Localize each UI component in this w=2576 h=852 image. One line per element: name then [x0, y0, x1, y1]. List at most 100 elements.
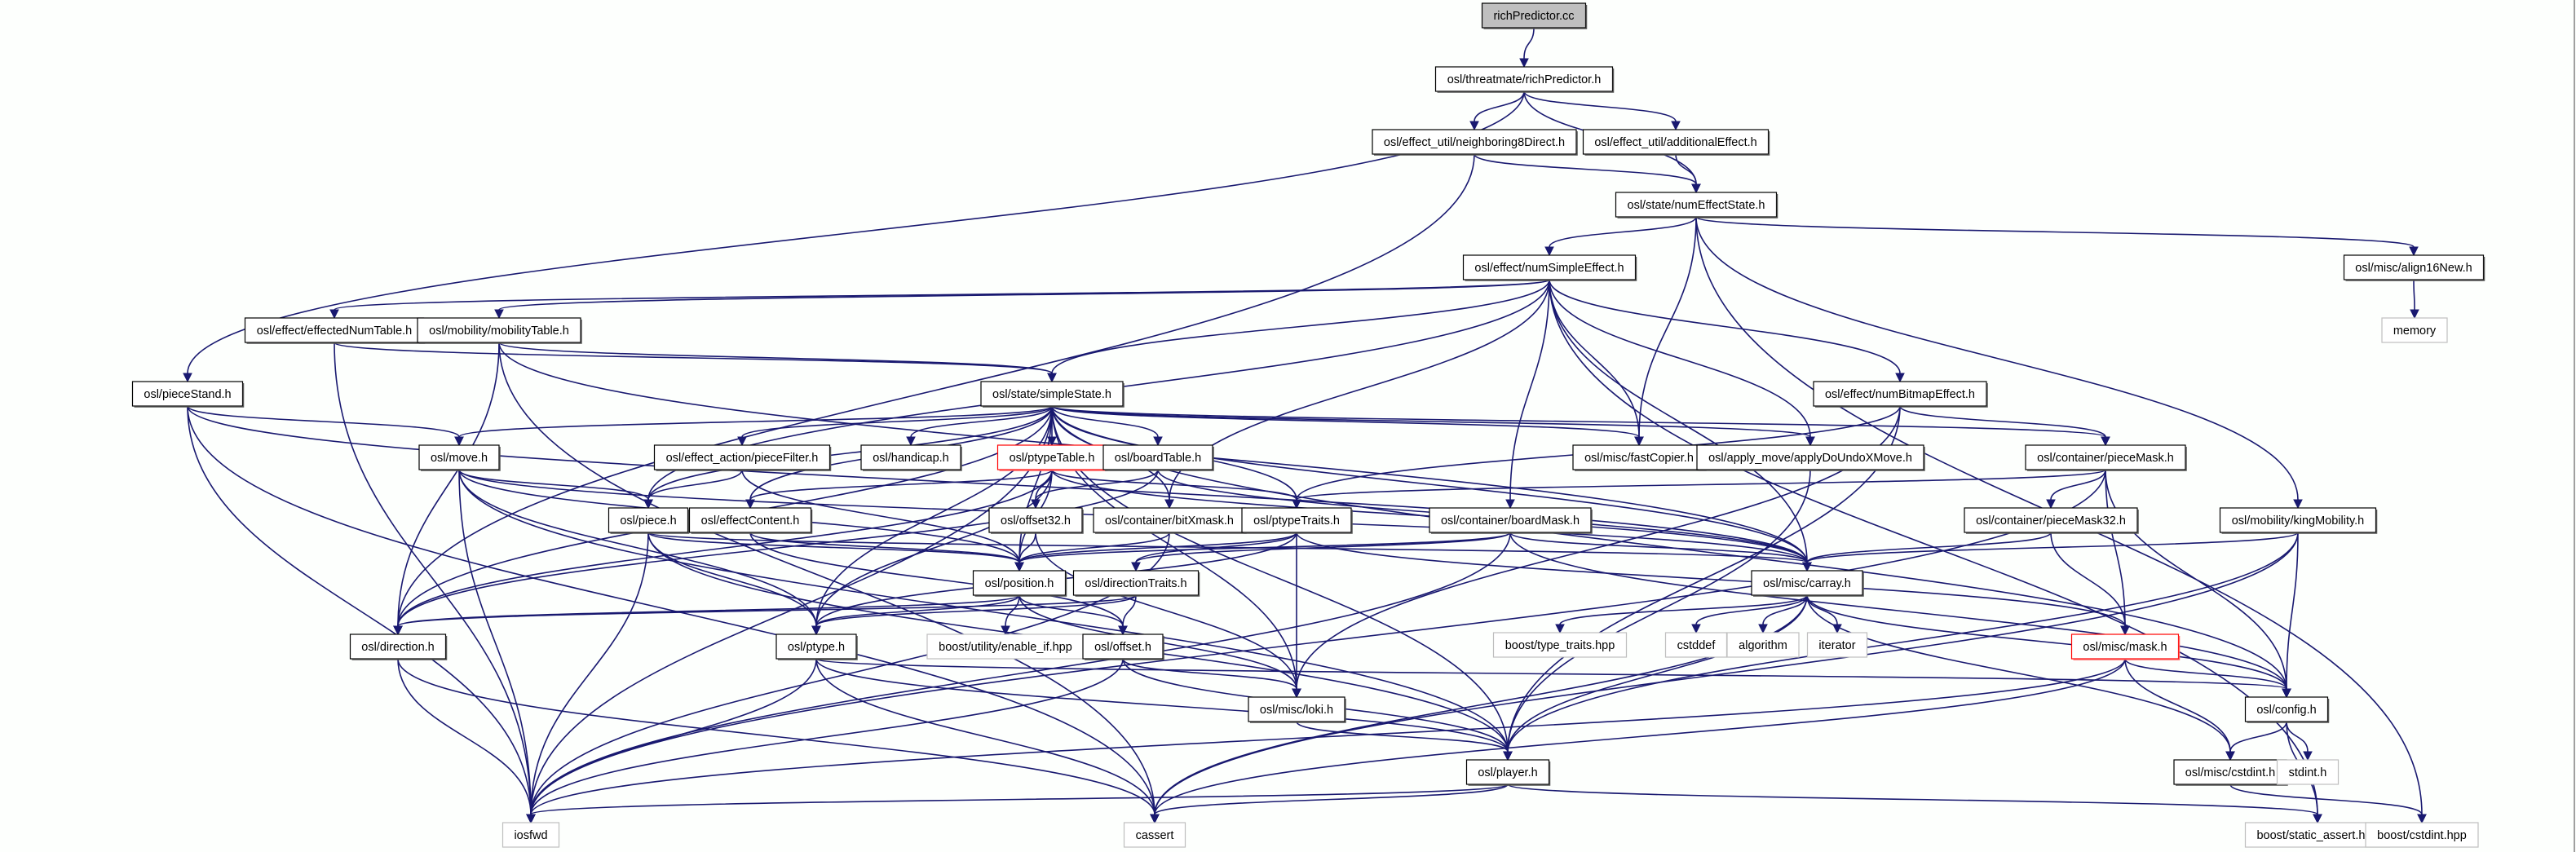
- node-shadow: [1437, 68, 1615, 93]
- node-box: [2244, 696, 2329, 722]
- edge-directionTraits-to-offset: [1122, 594, 1137, 627]
- node-shadow: [983, 383, 1125, 408]
- arrowhead-simpleState-to-handicap: [906, 436, 916, 447]
- edge-ptypeTable-to-direction: [397, 469, 1053, 627]
- node-align16New[interactable]: osl/misc/align16New.h: [2343, 254, 2485, 281]
- edge-carray-to-cstdint: [1806, 594, 2231, 753]
- node-directionTraits[interactable]: osl/directionTraits.h: [1072, 570, 1200, 597]
- node-loki[interactable]: osl/misc/loki.h: [1248, 696, 1346, 723]
- edge-numEffectState-to-numSimpleEffect: [1549, 216, 1697, 248]
- arrowhead-pieceMask-to-ptypeTraits: [1292, 499, 1301, 510]
- node-numEffectState[interactable]: osl/state/numEffectState.h: [1615, 192, 1778, 219]
- node-neighboring8[interactable]: osl/effect_util/neighboring8Direct.h: [1372, 129, 1578, 156]
- edge-additionalEffect-to-numEffectState: [1675, 153, 1697, 185]
- node-move[interactable]: osl/move.h: [418, 444, 501, 471]
- node-label: cstddef: [1677, 639, 1717, 652]
- edge-neighboring8-to-numEffectState: [1474, 153, 1697, 185]
- node-position[interactable]: osl/position.h: [972, 570, 1067, 597]
- node-richPredictor[interactable]: osl/threatmate/richPredictor.h: [1434, 66, 1615, 93]
- node-effectedNumTable[interactable]: osl/effect/effectedNumTable.h: [244, 317, 426, 344]
- edge-boardMask-to-config: [1509, 532, 2287, 690]
- node-shadow: [2247, 699, 2330, 723]
- node-piece[interactable]: osl/piece.h: [608, 507, 690, 534]
- node-box: [1751, 570, 1863, 596]
- edge-position-to-offset: [1018, 594, 1124, 627]
- edge-simpleState-to-position: [1018, 405, 1053, 563]
- node-ptype[interactable]: osl/ptype.h: [775, 633, 858, 660]
- arrowhead-carray-to-cstddef: [1691, 624, 1701, 634]
- edge-ptype-to-cassert: [815, 658, 1155, 815]
- node-shadow: [778, 636, 858, 660]
- node-boardTable[interactable]: osl/boardTable.h: [1102, 444, 1214, 471]
- node-shadow: [1431, 510, 1593, 534]
- arrowhead-simpleState-to-boardTable: [1153, 436, 1163, 447]
- node-fastCopier[interactable]: osl/misc/fastCopier.h: [1572, 444, 1707, 471]
- node-handicap[interactable]: osl/handicap.h: [860, 444, 962, 471]
- edge-player-to-staticAssert: [1507, 784, 2318, 815]
- node-bitXmask[interactable]: osl/container/bitXmask.h: [1093, 507, 1247, 534]
- node-shadow: [1244, 510, 1353, 534]
- node-label: osl/misc/cstdint.h: [2185, 766, 2275, 779]
- node-simpleState[interactable]: osl/state/simpleState.h: [980, 381, 1125, 408]
- arrowhead-numBitmapEffect-to-pieceMask: [2101, 436, 2110, 447]
- edge-carray-to-player: [1507, 594, 1808, 753]
- node-box: [1462, 254, 1637, 280]
- edge-bitXmask-to-position: [1018, 532, 1170, 563]
- edge-direction-to-cassert: [397, 658, 1155, 815]
- edge-numEffectState-to-kingMobility: [1695, 216, 2299, 501]
- node-pieceStand[interactable]: osl/pieceStand.h: [131, 381, 245, 408]
- arrowhead-directionTraits-to-offset: [1118, 625, 1128, 636]
- edge-richPredictor-to-neighboring8: [1474, 90, 1525, 122]
- edge-numEffectState-to-fastCopier: [1638, 216, 1697, 438]
- node-mask[interactable]: osl/misc/mask.h: [2070, 633, 2181, 660]
- node-carray[interactable]: osl/misc/carray.h: [1751, 570, 1864, 597]
- node-box: [2219, 507, 2377, 533]
- arrowhead-ptypeTable-to-effectContent: [745, 499, 755, 510]
- node-pieceMask32[interactable]: osl/container/pieceMask32.h: [1964, 507, 2139, 534]
- node-root[interactable]: richPredictor.cc: [1481, 2, 1588, 29]
- edge-pieceMask32-to-carray: [1806, 532, 2052, 563]
- arrowhead-directionTraits-to-direction: [393, 625, 403, 636]
- edge-loki-to-player: [1296, 721, 1509, 753]
- node-cstdint[interactable]: osl/misc/cstdint.h: [2173, 759, 2288, 786]
- node-box: [131, 381, 244, 407]
- node-box: [502, 822, 560, 848]
- node-label: osl/config.h: [2256, 704, 2316, 717]
- node-shadow: [1753, 572, 1864, 597]
- node-numBitmapEffect[interactable]: osl/effect/numBitmapEffect.h: [1813, 381, 1988, 408]
- node-label: iosfwd: [514, 829, 547, 842]
- node-additionalEffect[interactable]: osl/effect_util/additionalEffect.h: [1582, 129, 1770, 156]
- node-pieceFilter[interactable]: osl/effect_action/pieceFilter.h: [653, 444, 832, 471]
- node-offset[interactable]: osl/offset.h: [1082, 633, 1164, 660]
- node-ptypeTraits[interactable]: osl/ptypeTraits.h: [1241, 507, 1353, 534]
- node-effectContent[interactable]: osl/effectContent.h: [688, 507, 813, 534]
- node-box: [2343, 254, 2485, 280]
- node-player[interactable]: osl/player.h: [1465, 759, 1551, 786]
- edge-carray-to-iterator: [1806, 594, 1838, 625]
- node-kingMobility[interactable]: osl/mobility/kingMobility.h: [2219, 507, 2378, 534]
- node-shadow: [610, 510, 690, 534]
- edge-carray-to-cstddef: [1695, 594, 1808, 625]
- node-applyDoUndo[interactable]: osl/apply_move/applyDoUndoXMove.h: [1696, 444, 1925, 471]
- edge-effectedNumTable-to-iosfwd: [334, 342, 532, 815]
- node-config[interactable]: osl/config.h: [2244, 696, 2330, 723]
- node-label: osl/state/numEffectState.h: [1628, 199, 1765, 212]
- edge-effectContent-to-position: [749, 532, 1020, 563]
- node-box: [2070, 633, 2180, 660]
- node-numSimpleEffect[interactable]: osl/effect/numSimpleEffect.h: [1462, 254, 1637, 281]
- node-direction[interactable]: osl/direction.h: [349, 633, 448, 660]
- node-label: boost/cstdint.hpp: [2377, 829, 2467, 842]
- edge-pieceMask-to-pieceMask32: [2050, 469, 2106, 501]
- node-offset32[interactable]: osl/offset32.h: [988, 507, 1084, 534]
- node-shadow: [2221, 510, 2378, 534]
- node-box: [1429, 507, 1592, 533]
- node-mobilityTable[interactable]: osl/mobility/mobilityTable.h: [417, 317, 582, 344]
- edge-player-to-iosfwd: [530, 784, 1509, 815]
- node-box: [996, 444, 1107, 470]
- edge-mobilityTable-to-direction: [397, 342, 500, 627]
- node-pieceMask[interactable]: osl/container/pieceMask.h: [2025, 444, 2187, 471]
- edge-simpleState-to-handicap: [910, 405, 1053, 438]
- node-boardMask[interactable]: osl/container/boardMask.h: [1429, 507, 1593, 534]
- node-ptypeTable[interactable]: osl/ptypeTable.h: [996, 444, 1108, 471]
